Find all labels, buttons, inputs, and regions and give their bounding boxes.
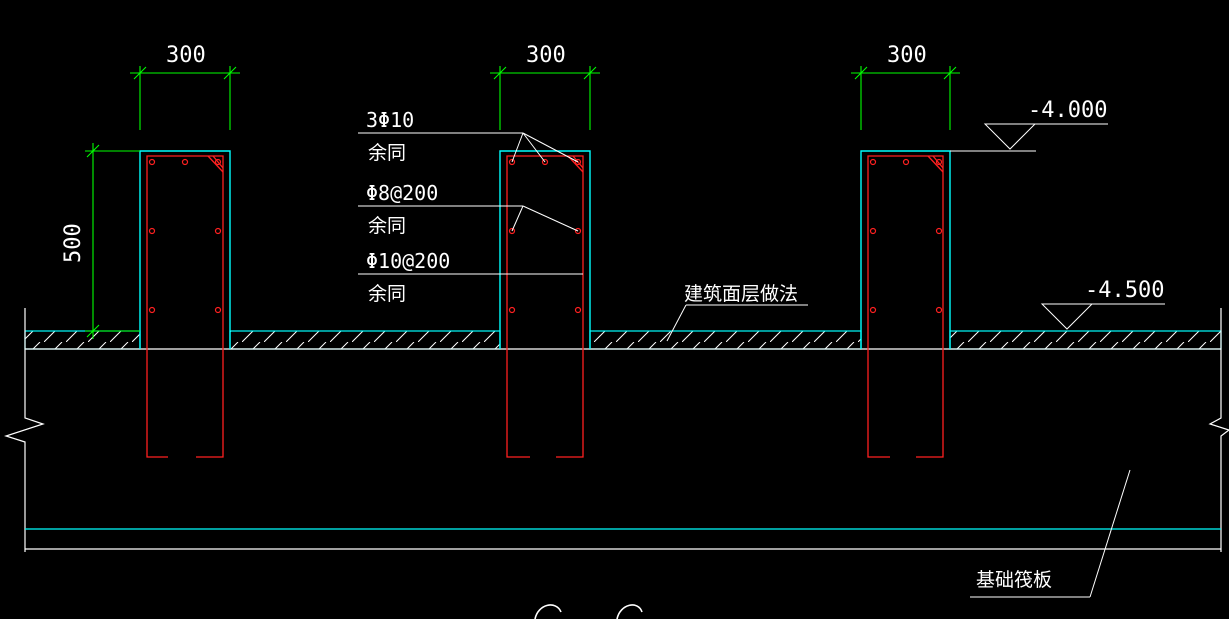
- label-stirrups: Φ8@200: [366, 181, 438, 205]
- dim-width-1: 300: [166, 43, 206, 68]
- raft-slab: [4, 308, 1229, 552]
- break-line-right: [1208, 308, 1229, 552]
- floor-strip-1: [24, 330, 141, 350]
- elevation-marker-top: [950, 123, 1108, 152]
- stirrup-1: [146, 155, 224, 458]
- label-raft-slab: 基础筏板: [976, 569, 1052, 591]
- dim-width-3: 300: [887, 43, 927, 68]
- elevation-floor-value: -4.500: [1085, 278, 1164, 303]
- beam-outlines: [139, 150, 951, 349]
- elevation-top-value: -4.000: [1028, 98, 1107, 123]
- label-stirrups-same: 余同: [368, 215, 406, 237]
- beam-outline-3: [860, 150, 951, 349]
- floor-strip-4: [949, 330, 1222, 350]
- dim-height: 500: [61, 223, 86, 263]
- stirrups: [146, 155, 944, 458]
- dimension-lines: [85, 66, 960, 339]
- label-floor-finish: 建筑面层做法: [684, 283, 798, 305]
- label-side-bars-same: 余同: [368, 283, 406, 305]
- floor-strip-2: [229, 330, 501, 350]
- label-side-bars: Φ10@200: [366, 249, 450, 273]
- leader-lines: [358, 132, 1131, 598]
- stirrup-3: [867, 155, 944, 458]
- section-symbols: [534, 604, 643, 619]
- floor-strip-3: [589, 330, 862, 350]
- label-top-bars-same: 余同: [368, 142, 406, 164]
- break-line-left: [4, 308, 45, 552]
- floor-finish-layer: [24, 330, 1222, 350]
- rebar-dots: [148, 158, 943, 314]
- dim-width-2: 300: [526, 43, 566, 68]
- beam-outline-2: [499, 150, 591, 349]
- beam-outline-1: [139, 150, 231, 349]
- elevation-marker-floor: [1040, 303, 1165, 330]
- stirrup-2: [506, 155, 584, 458]
- label-top-bars: 3Φ10: [366, 108, 414, 132]
